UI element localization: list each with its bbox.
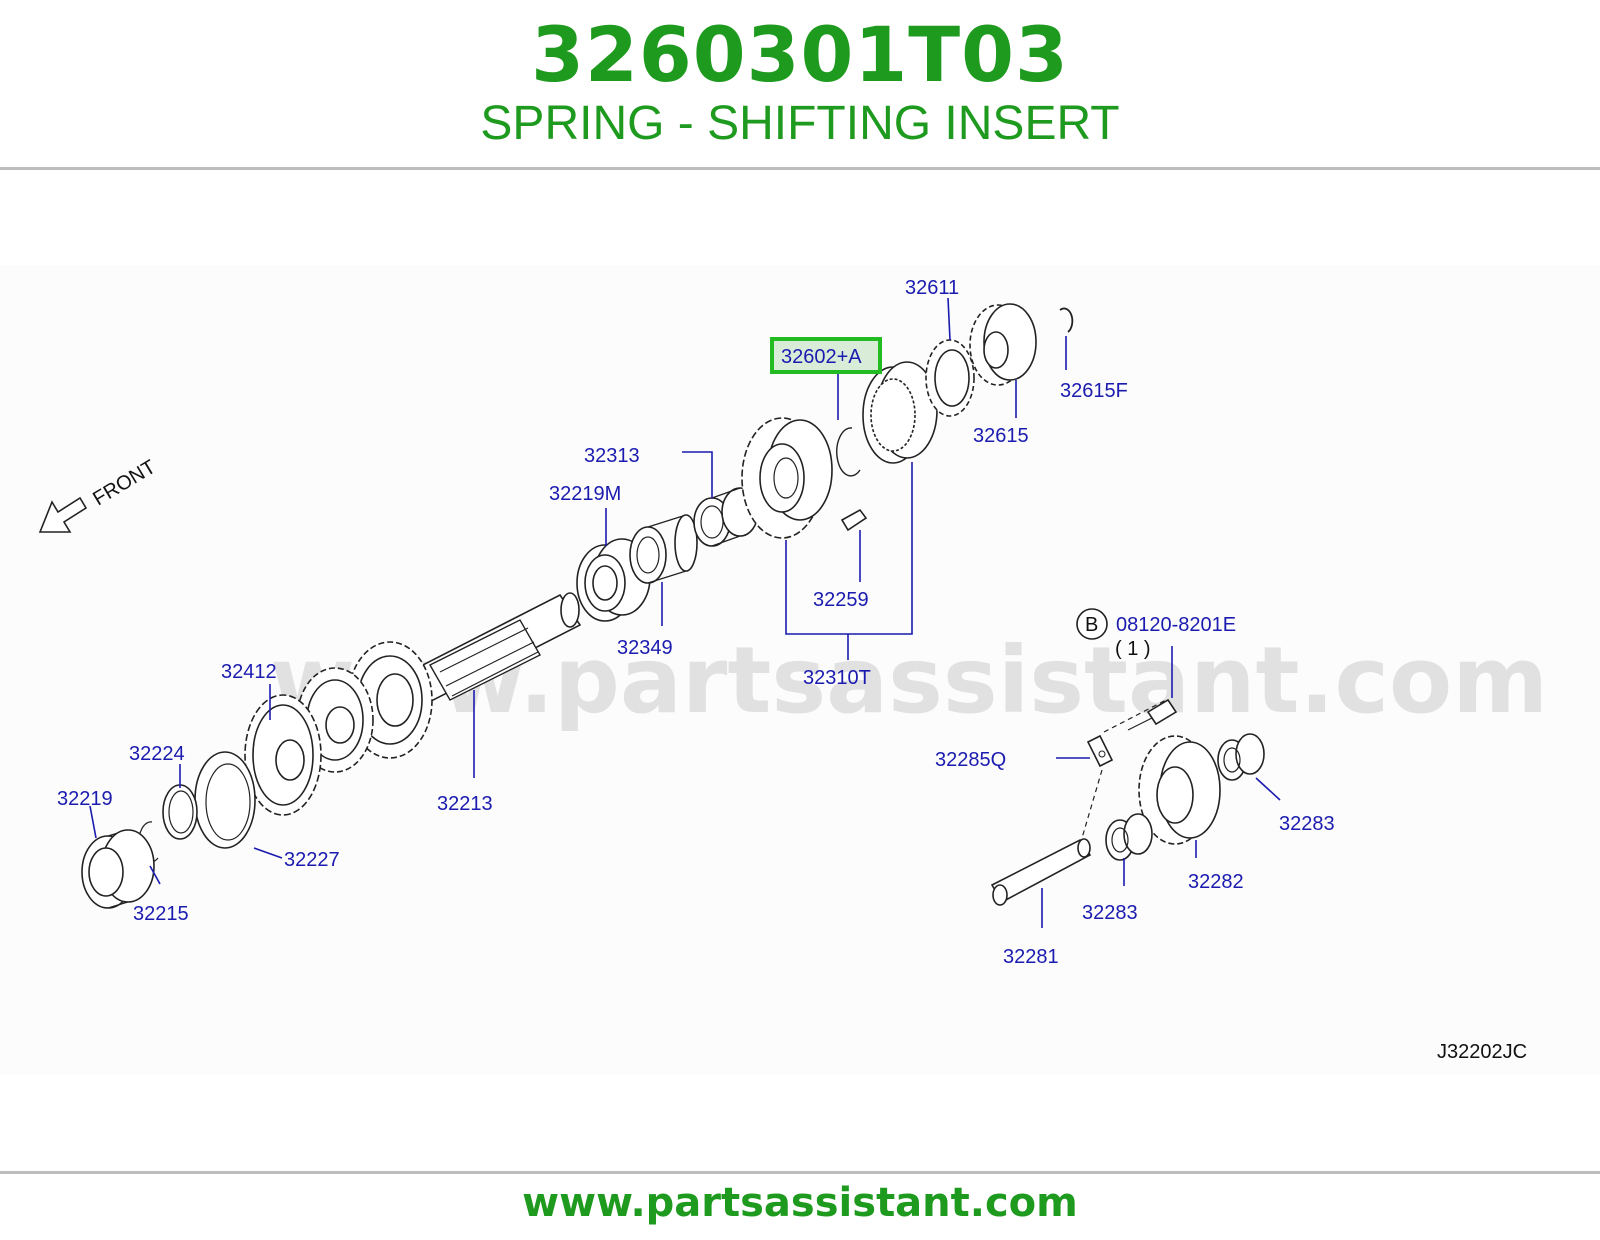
label-32349[interactable]: 32349 [617, 637, 673, 659]
hub-32615 [969, 303, 1037, 386]
label-32611[interactable]: 32611 [905, 277, 959, 299]
bearing-32219 [81, 829, 155, 909]
part-name-subtitle: SPRING - SHIFTING INSERT [480, 97, 1120, 150]
bracket-to-shaft-dashline [1081, 769, 1103, 839]
bolt-08120-8201E [1127, 698, 1178, 731]
label-32615F[interactable]: 32615F [1060, 380, 1128, 402]
label-08120-8201E[interactable]: 08120-8201E [1116, 614, 1236, 636]
washer-32227 [194, 751, 256, 849]
highlight-box-32602A [770, 337, 882, 374]
label-32283-front[interactable]: 32283 [1082, 902, 1138, 924]
needle-bearing-32283-front [1105, 813, 1153, 861]
label-32281[interactable]: 32281 [1003, 946, 1059, 968]
spring-32602A [836, 427, 861, 477]
label-32219M[interactable]: 32219M [549, 483, 621, 505]
bolt-marker-circle [1076, 608, 1108, 640]
needle-bearing-32283-rear [1217, 733, 1265, 781]
label-32313[interactable]: 32313 [584, 445, 640, 467]
label-32219[interactable]: 32219 [57, 788, 113, 810]
label-32227[interactable]: 32227 [284, 849, 340, 871]
gear-32412 [244, 694, 322, 816]
label-32602A[interactable]: 32602+A [781, 346, 862, 368]
footer-website-link[interactable]: www.partsassistant.com [522, 1180, 1078, 1226]
part-number-title: 3260301T03 [531, 10, 1069, 99]
sleeve-32310T [862, 361, 938, 464]
bearing-32219M [576, 538, 651, 622]
insert-32259 [840, 508, 868, 532]
parts-diagram-area [0, 265, 1600, 1075]
label-32224[interactable]: 32224 [129, 743, 185, 765]
page-header: 3260301T03 SPRING - SHIFTING INSERT [0, 0, 1600, 168]
front-label: FRONT [89, 456, 159, 510]
footer-divider [0, 1171, 1600, 1174]
leader-lines [89, 297, 1281, 928]
label-32412[interactable]: 32412 [221, 661, 277, 683]
header-divider [0, 167, 1600, 170]
label-32215[interactable]: 32215 [133, 903, 189, 925]
label-32259[interactable]: 32259 [813, 589, 869, 611]
label-32282[interactable]: 32282 [1188, 871, 1244, 893]
bolt-quantity: ( 1 ) [1115, 638, 1151, 660]
diagram-code: J32202JC [1437, 1041, 1527, 1063]
bracket-32285Q [1086, 734, 1114, 768]
clip-32615F [1059, 307, 1074, 333]
idler-gear-32282 [1138, 735, 1221, 845]
front-arrow-icon [38, 496, 88, 533]
bushing-32349 [629, 514, 698, 584]
label-32285Q[interactable]: 32285Q [935, 749, 1006, 771]
bolt-marker-b: B [1085, 614, 1098, 636]
baulk-ring-32611 [925, 339, 975, 417]
bolt-to-bracket-dashline [1103, 699, 1167, 733]
label-32615[interactable]: 32615 [973, 425, 1029, 447]
label-32310T[interactable]: 32310T [803, 667, 871, 689]
gear-32310T [741, 417, 833, 539]
idler-shaft-32281 [990, 838, 1092, 906]
label-32283-rear[interactable]: 32283 [1279, 813, 1335, 835]
parts-diagram: www.partsassistant.com FRONT [38, 277, 1548, 1063]
shim-32224 [162, 784, 198, 840]
label-32213[interactable]: 32213 [437, 793, 493, 815]
